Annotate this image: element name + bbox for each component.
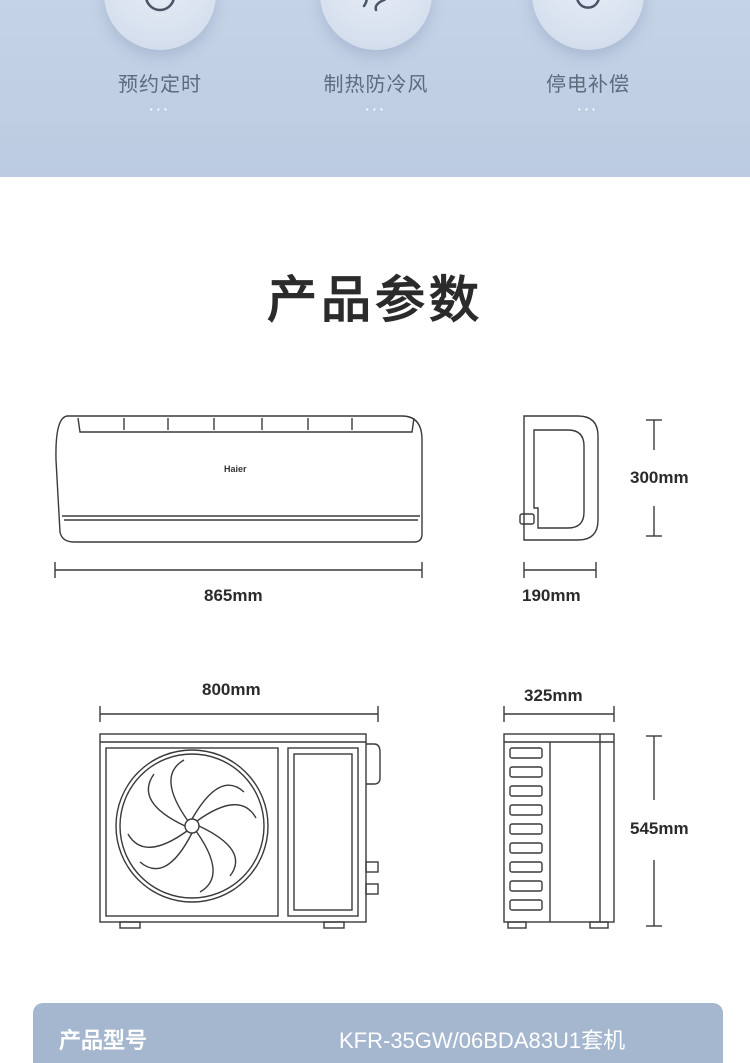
feature-power-compensation[interactable]: 停电补偿 •••: [488, 0, 688, 177]
feature-heating[interactable]: 制热防冷风 •••: [276, 0, 476, 177]
feature-label: 制热防冷风: [323, 72, 429, 96]
outdoor-unit-side: [503, 733, 615, 929]
brand-logo: Haier: [224, 464, 247, 474]
feature-timer[interactable]: 预约定时 •••: [60, 0, 260, 177]
power-compensation-icon: [532, 0, 644, 50]
indoor-unit-front: [55, 415, 423, 543]
indoor-height-dimension: [646, 419, 662, 537]
outdoor-width-label: 800mm: [202, 680, 261, 699]
fan-blades: [127, 759, 257, 893]
spec-card: 产品型号 KFR-35GW/06BDA83U1套机: [33, 1003, 723, 1063]
spec-value: KFR-35GW/06BDA83U1套机: [339, 1028, 626, 1053]
outdoor-unit-front: [99, 733, 381, 929]
timer-icon: [104, 0, 216, 50]
spec-key: 产品型号: [59, 1029, 148, 1054]
section-title: 产品参数: [267, 271, 483, 329]
feature-dots: •••: [365, 106, 387, 114]
outdoor-width-dimension: [99, 706, 379, 722]
outdoor-depth-dimension: [503, 706, 615, 722]
feature-label: 预约定时: [118, 72, 202, 96]
outdoor-height-dimension: [646, 735, 662, 927]
indoor-width-label: 865mm: [204, 586, 263, 605]
feature-band: 预约定时 ••• 制热防冷风 ••• 停电补偿 •••: [0, 0, 750, 177]
indoor-height-label: 300mm: [630, 468, 689, 487]
heating-icon: [320, 0, 432, 50]
feature-label: 停电补偿: [546, 72, 630, 96]
outdoor-depth-label: 325mm: [524, 686, 583, 705]
dimension-diagram: [54, 415, 662, 929]
indoor-unit-side: [519, 415, 599, 541]
indoor-depth-dimension: [523, 562, 597, 578]
feature-dots: •••: [149, 106, 171, 114]
indoor-depth-label: 190mm: [522, 586, 581, 605]
feature-dots: •••: [577, 106, 599, 114]
indoor-width-dimension: [54, 562, 423, 578]
outdoor-height-label: 545mm: [630, 819, 689, 838]
